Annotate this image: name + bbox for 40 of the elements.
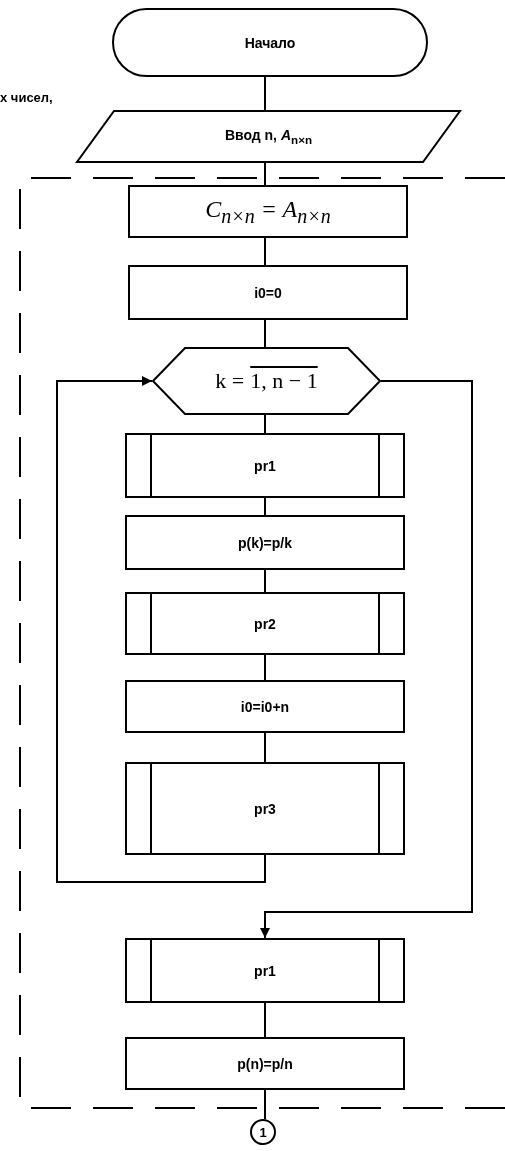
box-label: pr1: [254, 457, 276, 474]
box-label: p(k)=p/k: [237, 534, 293, 551]
formula-text: k =: [215, 368, 245, 394]
connector-line: [264, 319, 266, 348]
arrow: [260, 380, 473, 939]
connector-circle: [250, 1119, 276, 1145]
process-box: [125, 515, 405, 570]
input-parallelogram: [76, 110, 461, 163]
connector-line: [264, 569, 266, 593]
box-label: Ввод n, A$_{n×n}$: [224, 127, 313, 146]
formula-text: 1, n − 1: [250, 368, 318, 394]
box-label: pr3: [254, 800, 276, 817]
box-label: i0=0: [254, 284, 282, 301]
connector-line: [264, 654, 266, 681]
connector-line: [264, 237, 266, 266]
process-box: [125, 1037, 405, 1090]
process-box: [128, 185, 408, 238]
connector-line: [264, 162, 266, 186]
connector-line: [264, 1002, 266, 1038]
box-label: i0=i0+n: [240, 698, 290, 715]
box-label: pr2: [254, 615, 276, 632]
subroutine-box: [125, 592, 405, 655]
box-label: 1: [259, 1124, 267, 1140]
box-label: p(n)=p/n: [237, 1055, 293, 1072]
subroutine-box: [125, 762, 405, 855]
process-box: [125, 680, 405, 733]
subroutine-box: [125, 433, 405, 498]
subroutine-box: [125, 938, 405, 1003]
connector-line: [264, 1089, 266, 1120]
connector-line: [264, 414, 266, 434]
box-label: pr1: [254, 962, 276, 979]
arrow: [56, 376, 266, 883]
note-text: х чисел,: [0, 90, 53, 105]
connector-line: [264, 76, 266, 111]
connector-line: [264, 732, 266, 763]
process-box: [128, 265, 408, 320]
connector-line: [264, 497, 266, 516]
formula-text: C$_{n×n}$ = A$_{n×n}$: [205, 195, 331, 228]
loop-hexagon: [152, 347, 381, 415]
box-label: Начало: [244, 34, 296, 51]
